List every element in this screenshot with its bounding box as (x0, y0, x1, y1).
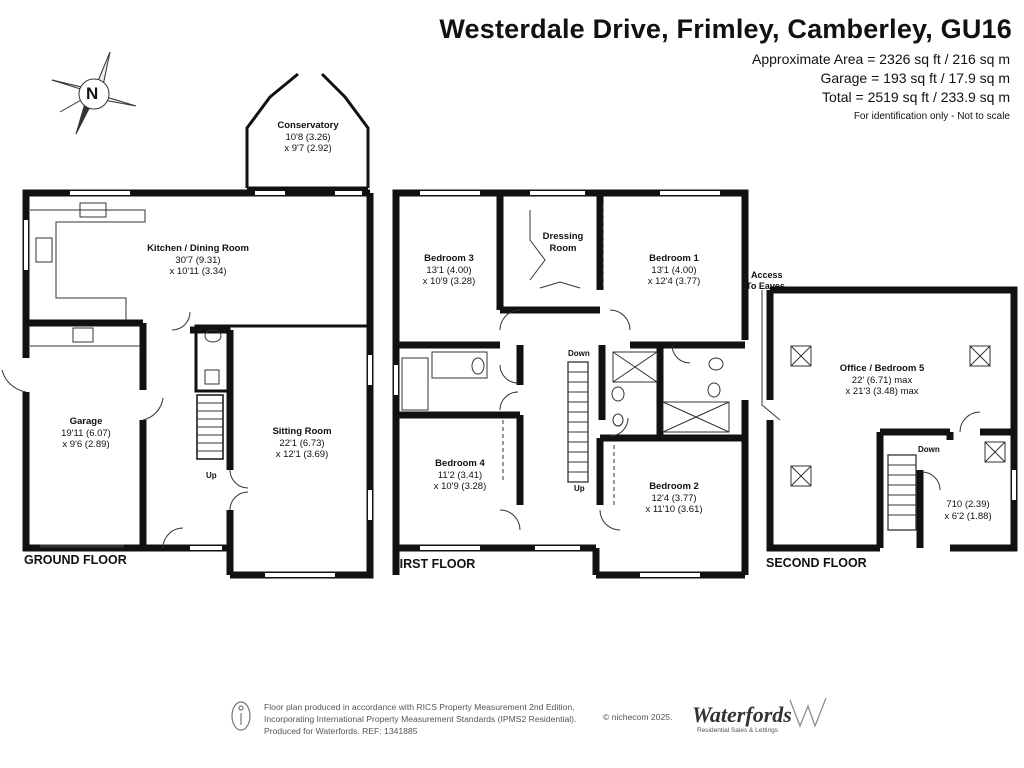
room-dim1: 11'2 (3.41) (437, 469, 483, 481)
footer-line-2: Incorporating International Property Mea… (264, 714, 577, 724)
room-name: Garage (69, 416, 103, 427)
room-dim1: 22' (6.71) max (851, 374, 913, 386)
room-dim2: x 12'4 (3.77) (647, 276, 701, 287)
room-name: Dressing (542, 231, 584, 242)
footer-line-3: Produced for Waterfords. REF: 1341885 (264, 726, 418, 736)
first-floor-details (394, 191, 747, 577)
brand-swoosh-icon (789, 697, 827, 728)
room-name: Bedroom 1 (649, 253, 699, 264)
floor-label-second: SECOND FLOOR (766, 556, 867, 570)
area-line-approx: Approximate Area = 2326 sq ft / 216 sq m (752, 51, 1010, 67)
room-bedroom2: Bedroom 2 12'4 (3.77) x 11'10 (3.61) (645, 481, 702, 516)
room-sitting: Sitting Room 22'1 (6.73) x 12'1 (3.69) (272, 426, 331, 461)
footer-line-1: Floor plan produced in accordance with R… (264, 702, 575, 712)
room-dim2: x 10'9 (3.28) (422, 276, 476, 287)
area-line-total: Total = 2519 sq ft / 233.9 sq m (822, 89, 1010, 105)
stairs-up-label-first: Up (574, 484, 585, 493)
room-bedroom4: Bedroom 4 11'2 (3.41) x 10'9 (3.28) (434, 458, 487, 493)
scale-note: For identification only - Not to scale (853, 111, 1010, 122)
room-dim2: x 9'6 (2.89) (62, 439, 110, 450)
footer-text: Floor plan produced in accordance with R… (264, 701, 576, 737)
room-dim1: 13'1 (4.00) (426, 264, 472, 276)
brand-logo: Waterfords (692, 702, 792, 727)
floor-label-first: FIRST FLOOR (392, 557, 476, 571)
room-name: Kitchen / Dining Room (147, 243, 249, 254)
room-dim1: 30'7 (9.31) (175, 254, 221, 266)
eaves-label-1: Access (751, 270, 783, 280)
room-kitchen: Kitchen / Dining Room 30'7 (9.31) x 10'1… (147, 243, 249, 278)
room-dim2: x 21'3 (3.48) max (845, 386, 919, 397)
copyright: © nichecom 2025. (603, 712, 673, 722)
stairs-down-label-second: Down (918, 445, 940, 454)
second-floor-details (761, 290, 1016, 531)
room-dim1: 710 (2.39) (946, 499, 990, 510)
page-title: Westerdale Drive, Frimley, Camberley, GU… (439, 14, 1012, 44)
room-name: Sitting Room (272, 426, 332, 437)
room-name-2: Room (549, 242, 577, 254)
room-dim1: 12'4 (3.77) (651, 492, 697, 504)
room-name: Office / Bedroom 5 (839, 363, 925, 374)
room-dim1: 19'11 (6.07) (61, 427, 111, 439)
room-name: Bedroom 4 (435, 458, 485, 469)
room-conservatory: Conservatory 10'8 (3.26) x 9'7 (2.92) (277, 120, 338, 155)
ground-floor-details (1, 191, 372, 577)
compass-icon (51, 51, 137, 135)
room-dim2: x 12'1 (3.69) (275, 449, 329, 460)
eaves-label-2: To Eaves (746, 281, 785, 291)
room-garage: Garage 19'11 (6.07) x 9'6 (2.89) (61, 416, 111, 451)
room-dim2: x 10'9 (3.28) (433, 481, 487, 492)
room-dressing: Dressing Room (543, 231, 584, 254)
area-line-garage: Garage = 193 sq ft / 17.9 sq m (820, 70, 1011, 86)
brand-tagline: Residential Sales & Lettings (697, 727, 778, 734)
second-floor-walls (766, 286, 1018, 552)
room-name: Bedroom 2 (649, 481, 699, 492)
room-bedroom1: Bedroom 1 13'1 (4.00) x 12'4 (3.77) (648, 253, 701, 288)
room-dim2: x 10'11 (3.34) (169, 266, 227, 277)
room-name: Conservatory (277, 120, 339, 131)
room-loft: 710 (2.39) x 6'2 (1.88) (944, 499, 991, 522)
room-dim2: x 11'10 (3.61) (645, 504, 703, 515)
room-bedroom3: Bedroom 3 13'1 (4.00) x 10'9 (3.28) (423, 253, 476, 288)
compass-letter: N (86, 84, 99, 103)
room-office: Office / Bedroom 5 22' (6.71) max x 21'3… (840, 363, 924, 398)
info-icon (231, 701, 251, 731)
floor-label-ground: GROUND FLOOR (24, 553, 127, 567)
room-name: Bedroom 3 (424, 253, 474, 264)
stairs-down-label: Down (568, 349, 590, 358)
room-dim1: 13'1 (4.00) (651, 264, 697, 276)
stairs-up-label: Up (206, 471, 217, 480)
room-dim1: 22'1 (6.73) (279, 437, 325, 449)
room-dim2: x 6'2 (1.88) (944, 510, 992, 522)
room-dim1: 10'8 (3.26) (285, 131, 331, 143)
room-dim2: x 9'7 (2.92) (284, 143, 332, 154)
